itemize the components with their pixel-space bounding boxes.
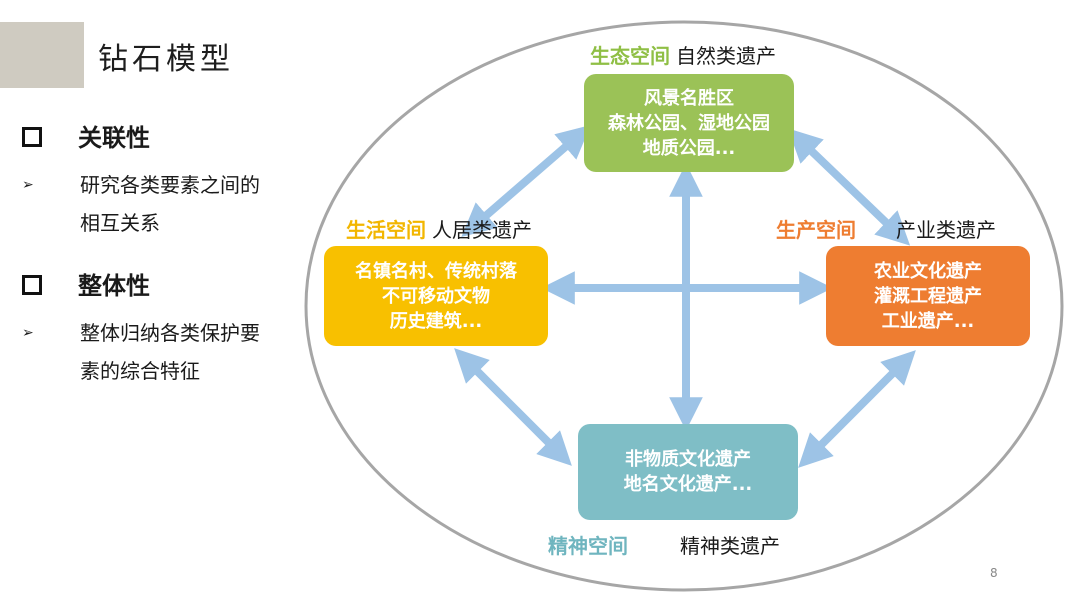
label-spirit: 精神空间精神类遗产: [548, 534, 780, 558]
section-heading-relevance: 关联性: [22, 118, 150, 153]
node-prod-box: 农业文化遗产 灌溉工程遗产 工业遗产...: [826, 246, 1030, 346]
arrow-bullet-icon: ➢: [22, 177, 34, 193]
square-bullet-icon: [22, 275, 42, 295]
bullet-text-line: 相互关系: [80, 211, 160, 235]
bullet-text-line: 整体归纳各类保护要: [80, 321, 260, 345]
label-eco: 生态空间自然类遗产: [590, 44, 776, 68]
bullet-text-line: 研究各类要素之间的: [80, 173, 260, 197]
page-title: 钻石模型: [98, 42, 234, 77]
label-life: 生活空间人居类遗产: [346, 218, 532, 242]
section-heading-integrity: 整体性: [22, 266, 150, 301]
bullet-text-line: 素的综合特征: [80, 359, 200, 383]
node-eco-box: 风景名胜区 森林公园、湿地公园 地质公园...: [584, 74, 794, 172]
arrow-bullet-icon: ➢: [22, 325, 34, 341]
arrow-life-spirit: [454, 348, 572, 466]
arrow-prod-spirit: [798, 350, 916, 468]
node-life-box: 名镇名村、传统村落 不可移动文物 历史建筑...: [324, 246, 548, 346]
arrow-eco-prod: [787, 128, 911, 246]
outer-ellipse: [304, 20, 1064, 592]
page-number: 8: [990, 566, 998, 580]
arrow-eco-life: [461, 125, 591, 237]
title-accent-block: [0, 22, 84, 88]
label-prod: 生产空间产业类遗产: [776, 218, 996, 242]
node-spirit-box: 非物质文化遗产 地名文化遗产...: [578, 424, 798, 520]
square-bullet-icon: [22, 127, 42, 147]
